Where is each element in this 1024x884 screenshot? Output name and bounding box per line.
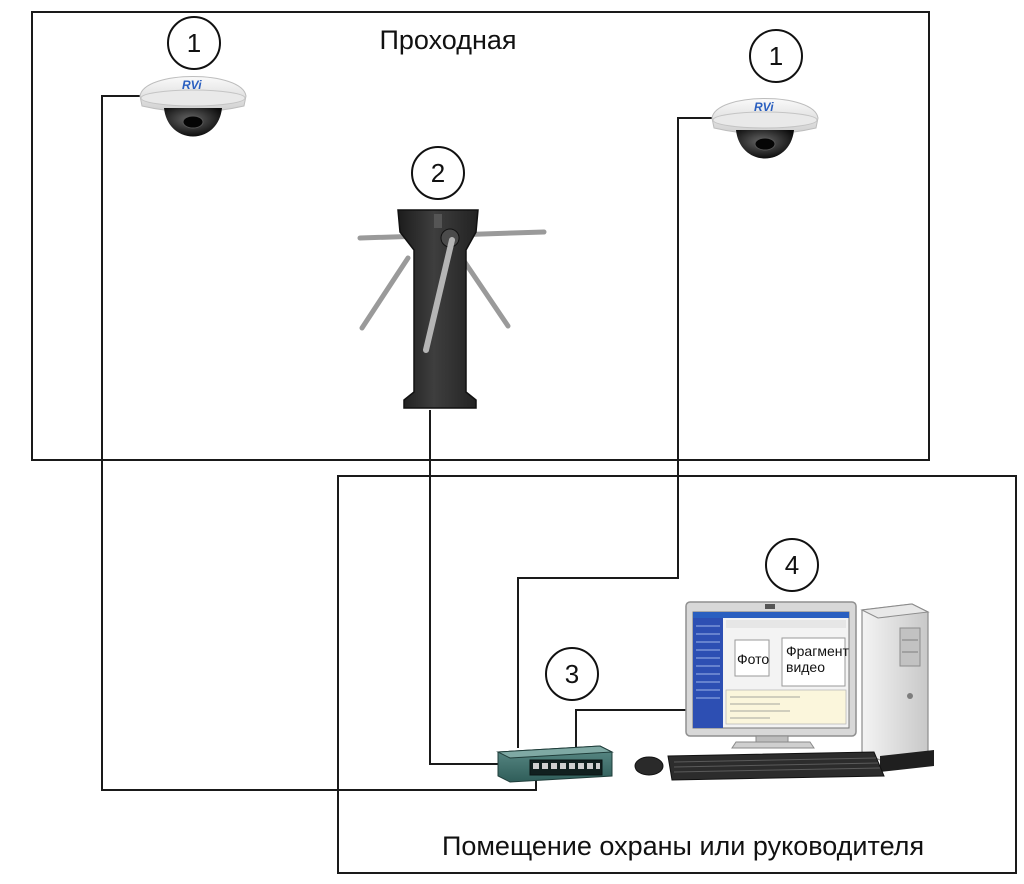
camera-brand-logo: RVi	[182, 78, 202, 92]
tripod-turnstile	[357, 209, 547, 409]
dome-camera-left: RVi	[139, 76, 247, 137]
video-label-line2: видео	[786, 659, 825, 675]
screen-sidebar	[693, 618, 723, 728]
network-switch	[496, 745, 614, 783]
dome-camera-right: RVi	[711, 98, 819, 159]
office-zone-label: Помещение охраны или руководителя	[442, 831, 924, 861]
svg-text:4: 4	[785, 550, 799, 580]
badge-camera-right: 1	[749, 29, 803, 83]
computer-workstation: Фото Фрагмент видео	[634, 601, 934, 781]
video-panel	[781, 637, 846, 687]
photo-panel	[734, 639, 770, 677]
cable-turnstile	[429, 410, 500, 765]
network-cables	[101, 95, 712, 791]
checkpoint-zone	[31, 11, 930, 461]
badge-turnstile: 2	[411, 146, 465, 200]
svg-text:1: 1	[769, 41, 783, 71]
cable-right-camera	[517, 117, 712, 748]
badge-computer: 4	[765, 538, 819, 592]
badge-camera-left: 1	[167, 16, 221, 70]
photo-label: Фото	[737, 651, 769, 667]
video-label-line1: Фрагмент	[786, 643, 849, 659]
checkpoint-zone-label: Проходная	[379, 25, 516, 55]
badge-switch: 3	[545, 647, 599, 701]
svg-text:3: 3	[565, 659, 579, 689]
cable-computer	[575, 709, 690, 748]
system-unit	[861, 603, 929, 761]
mouse	[634, 756, 664, 776]
cable-left-camera	[101, 95, 537, 791]
svg-text:2: 2	[431, 158, 445, 188]
camera-brand-logo: RVi	[754, 100, 774, 114]
svg-text:1: 1	[187, 28, 201, 58]
